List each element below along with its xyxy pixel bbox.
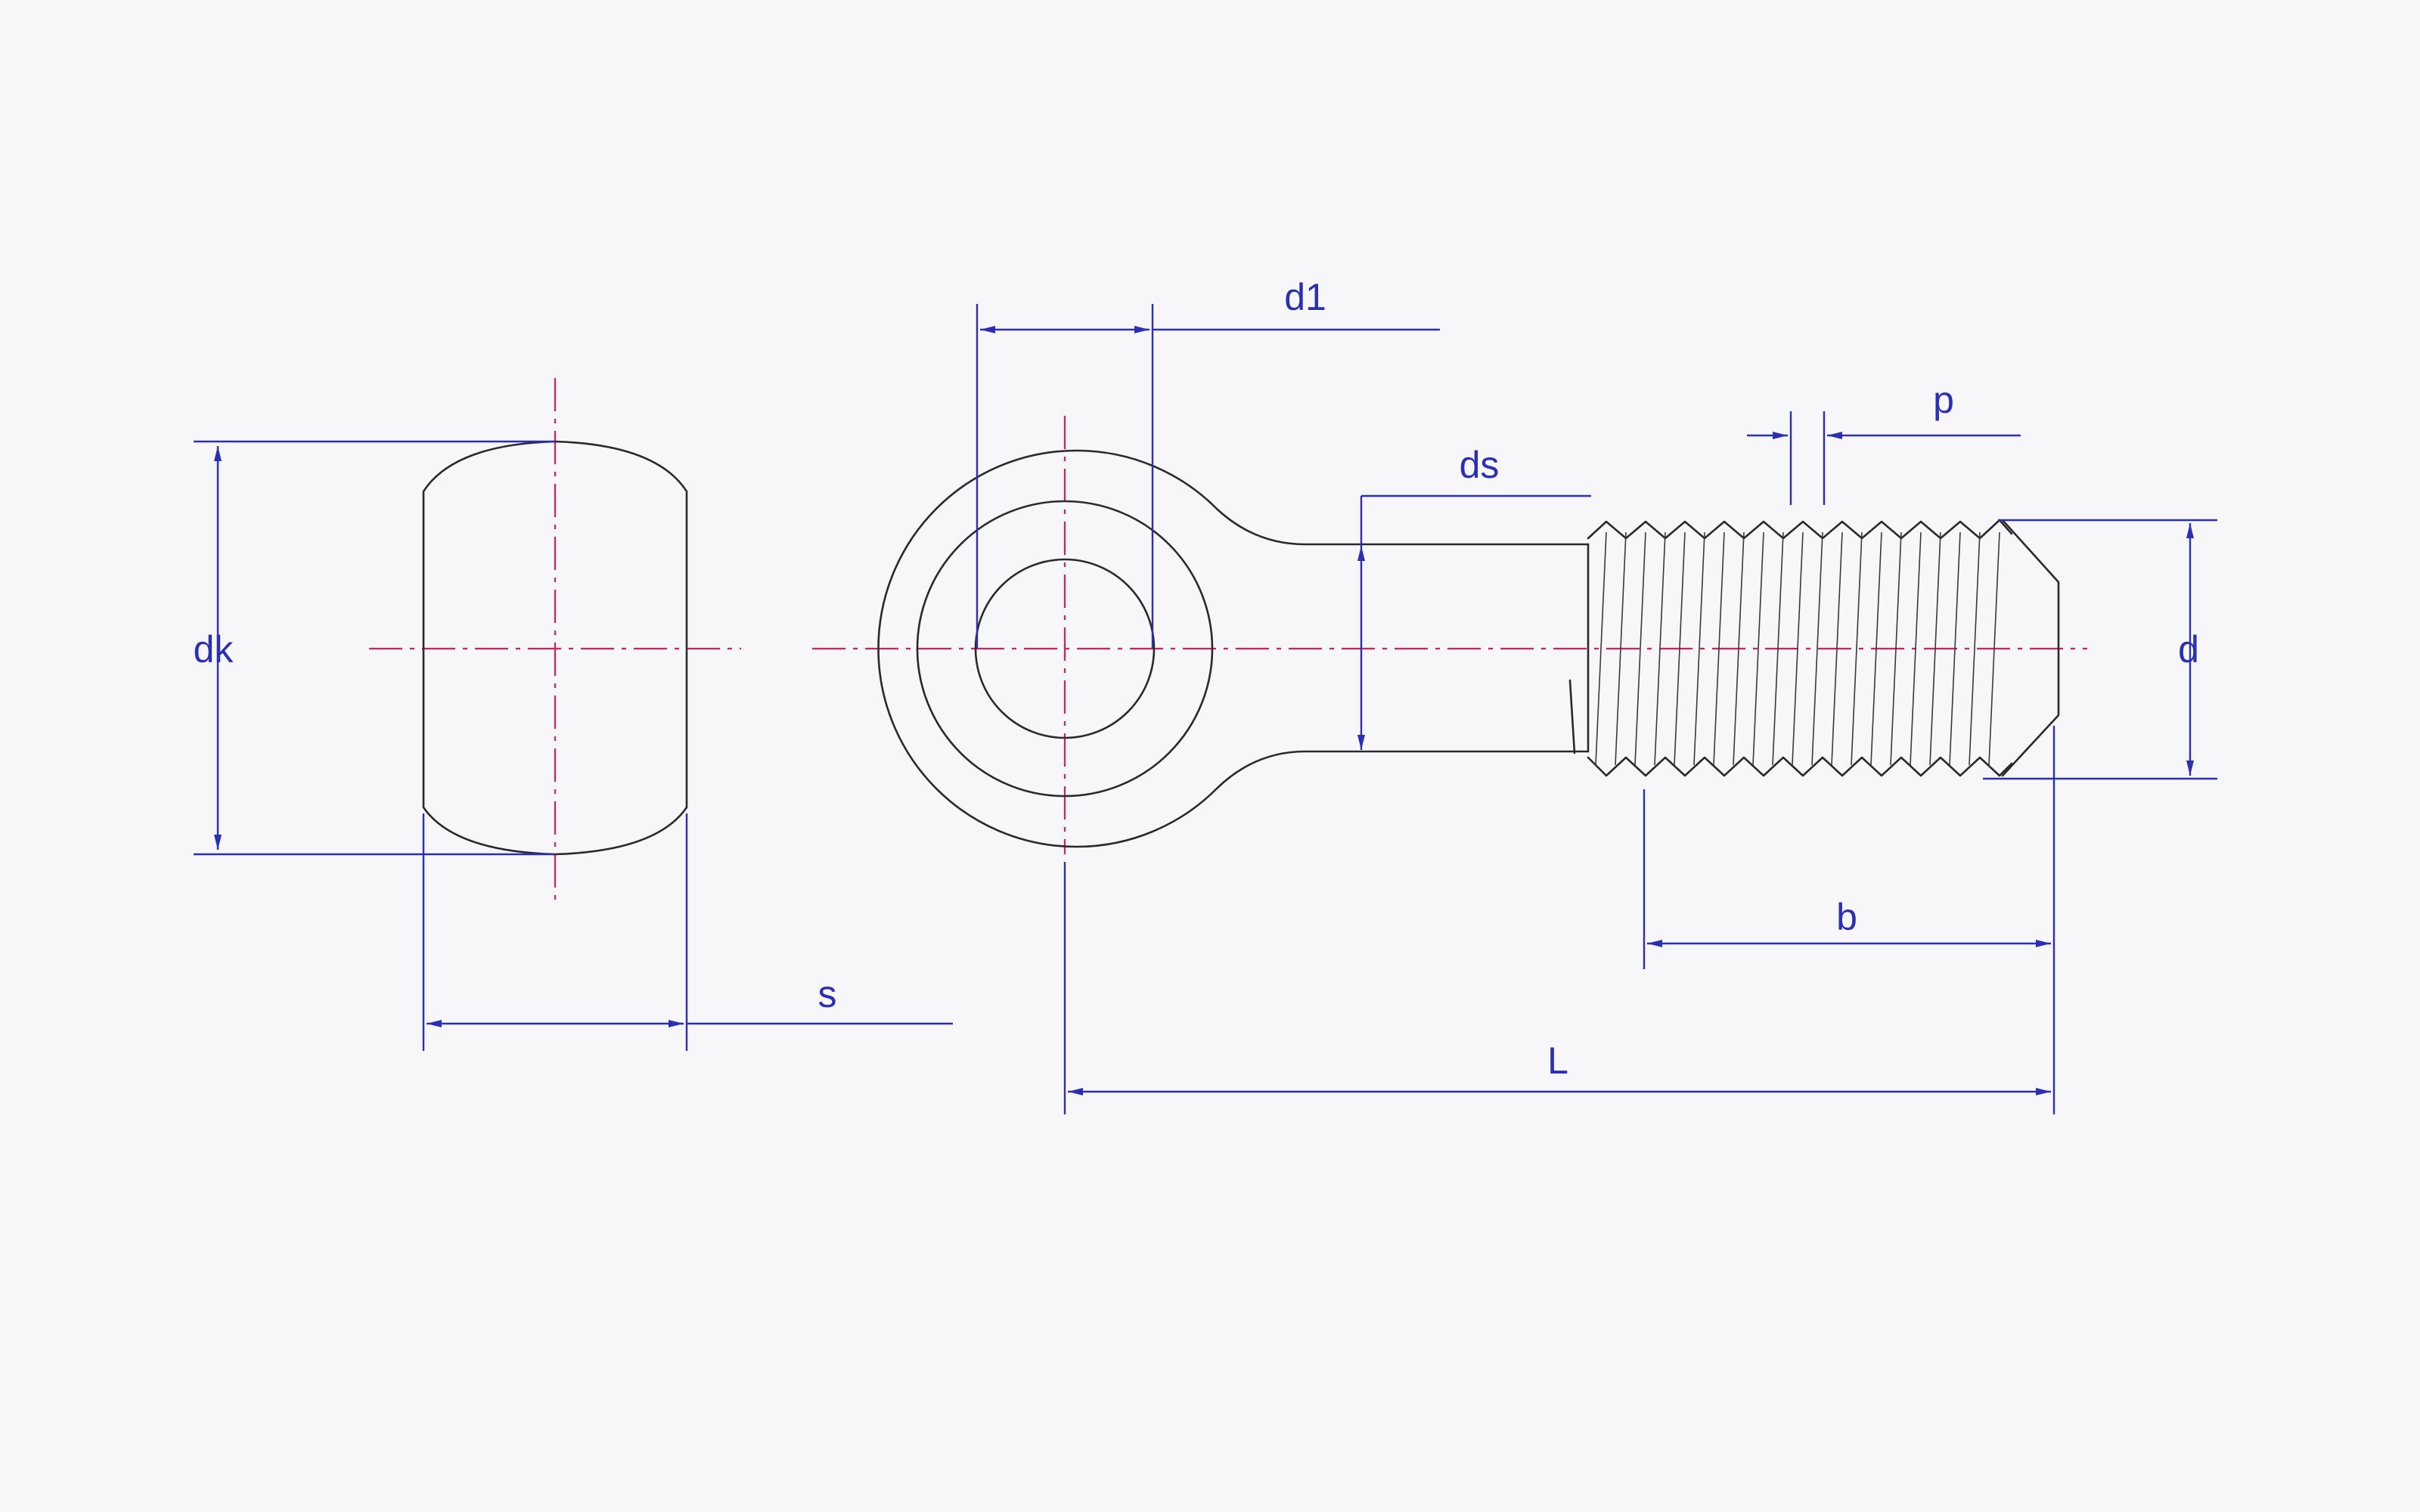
thread-line xyxy=(1890,531,1902,766)
label-b: b xyxy=(1836,896,1857,938)
label-dk: dk xyxy=(194,628,234,671)
eye-outer-contour xyxy=(877,449,1590,848)
thread-line xyxy=(1634,531,1646,766)
thread-line xyxy=(1615,531,1627,766)
dimension-dk: dk xyxy=(194,440,555,856)
label-s: s xyxy=(818,973,837,1015)
dimensions: dk s d1 ds xyxy=(194,276,2217,1114)
thread-line xyxy=(1870,531,1882,766)
thread-line xyxy=(1713,531,1725,766)
label-p: p xyxy=(1933,379,1954,421)
thread-line xyxy=(1595,531,1607,766)
thread-line xyxy=(1792,531,1804,766)
dimension-ds: ds xyxy=(1357,444,1591,750)
thread-line xyxy=(1811,531,1823,766)
label-d1: d1 xyxy=(1284,276,1326,318)
thread-line xyxy=(1969,531,1981,766)
thread-line xyxy=(1693,531,1705,766)
dimension-L: L xyxy=(1063,862,2051,1114)
thread-line xyxy=(1910,531,1922,766)
thread-runout-mark xyxy=(1568,679,1576,754)
thread-crest-top xyxy=(1587,519,2013,540)
dimension-p: p xyxy=(1747,379,2021,505)
side-view-head xyxy=(422,440,688,856)
thread-line xyxy=(1988,531,2000,766)
thread-line xyxy=(1752,531,1764,766)
thread-helix-lines xyxy=(1595,531,2000,766)
head-outline xyxy=(422,440,688,856)
front-view-eye-bolt xyxy=(877,449,2060,848)
thread-outline xyxy=(1587,519,2060,777)
thread-line xyxy=(1949,531,1961,766)
eye-middle-circle xyxy=(916,500,1214,798)
dimension-s: s xyxy=(422,813,953,1051)
thread-line xyxy=(1831,531,1843,766)
thread-crest-bottom xyxy=(1587,756,2013,777)
thread-line xyxy=(1733,531,1745,766)
label-d: d xyxy=(2178,628,2199,671)
label-ds: ds xyxy=(1460,444,1500,486)
thread-line xyxy=(1851,531,1863,766)
thread-line xyxy=(1929,531,1941,766)
dimension-d: d xyxy=(1983,519,2217,780)
dimension-d1: d1 xyxy=(976,276,1440,649)
centerlines xyxy=(369,378,2087,907)
thread-line xyxy=(1674,531,1686,766)
eye-inner-circle xyxy=(974,558,1156,739)
thread-line xyxy=(1772,531,1784,766)
dimension-b: b xyxy=(1643,726,2055,1114)
label-L: L xyxy=(1547,1040,1568,1082)
thread-line xyxy=(1654,531,1666,766)
